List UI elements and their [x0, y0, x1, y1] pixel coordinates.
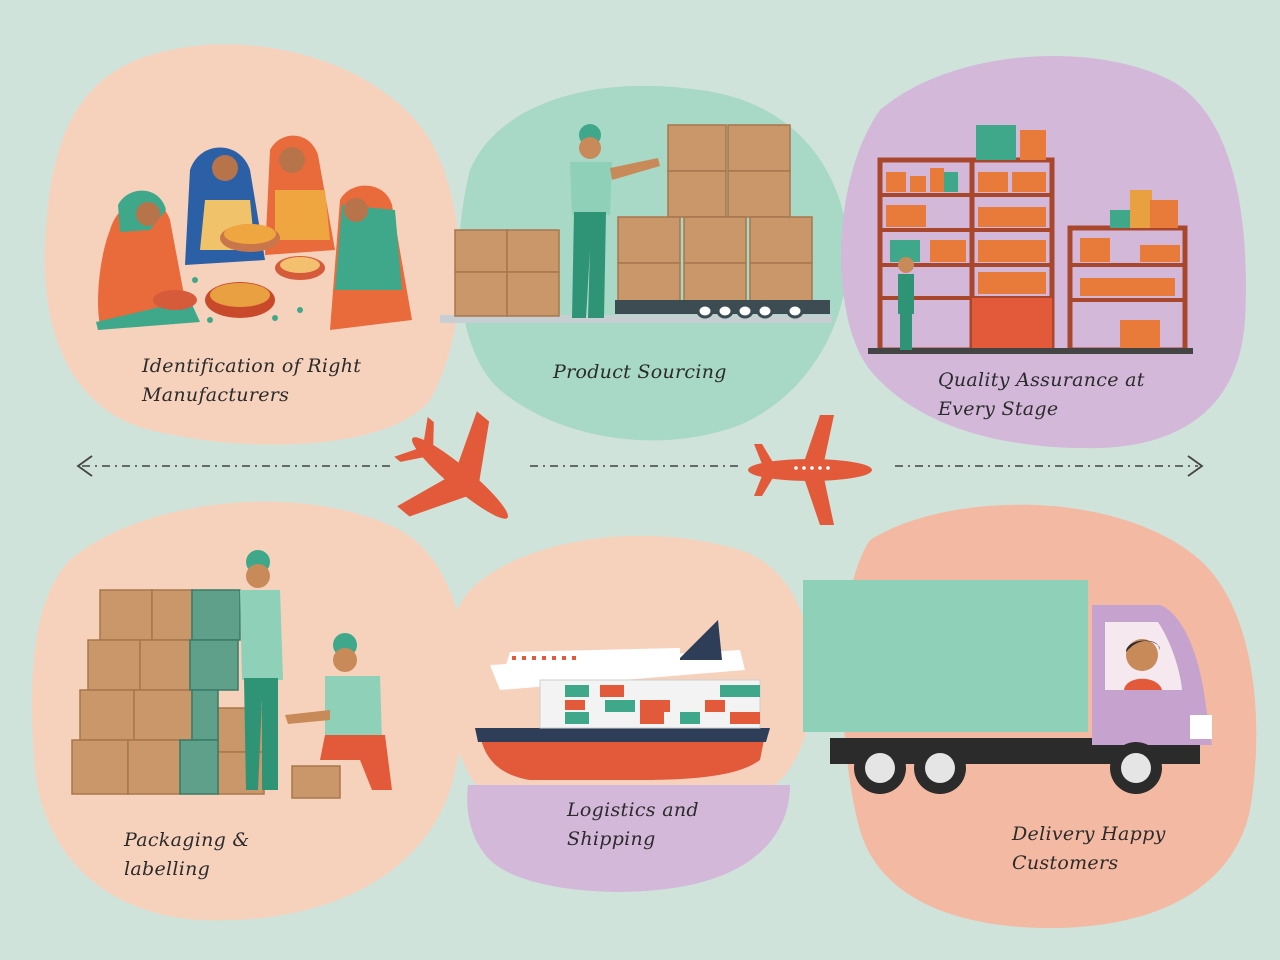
stage-label-line: Logistics and — [567, 799, 699, 821]
stage-label-line: Delivery Happy — [1012, 823, 1166, 845]
delivery-truck-icon — [803, 580, 1212, 794]
stage-label-line: labelling — [124, 858, 211, 880]
artisans-icon — [96, 135, 412, 330]
stage-label-logistics: Logistics and Shipping — [567, 796, 699, 854]
cargo-ship-icon — [475, 620, 770, 780]
stage-label-line: Packaging & — [124, 829, 250, 851]
blob-logistics-bottom — [467, 785, 790, 892]
packers-icon — [71, 550, 392, 799]
stage-label-line: Manufacturers — [142, 384, 290, 406]
stage-label-manufacturers: Identification of Right Manufacturers — [142, 352, 361, 410]
stage-label-delivery: Delivery Happy Customers — [1012, 820, 1166, 878]
warehouse-shelves-icon — [868, 125, 1193, 354]
stage-label-line: Product Sourcing — [553, 361, 727, 383]
stage-label-line: Shipping — [567, 828, 656, 850]
airplane-icon — [394, 411, 509, 519]
stage-label-line: Every Stage — [938, 398, 1059, 420]
stage-label-line: Customers — [1012, 852, 1119, 874]
airplane-icon — [748, 415, 872, 525]
stage-label-packaging: Packaging & labelling — [124, 826, 250, 884]
stage-label-sourcing: Product Sourcing — [553, 358, 727, 387]
arrow-left-icon — [76, 455, 93, 477]
stage-label-line: Quality Assurance at — [938, 369, 1145, 391]
boxes-pallet-icon — [440, 124, 832, 323]
stage-label-line: Identification of Right — [142, 355, 362, 377]
arrow-right-icon — [1187, 455, 1204, 477]
stage-label-quality: Quality Assurance at Every Stage — [938, 366, 1145, 424]
